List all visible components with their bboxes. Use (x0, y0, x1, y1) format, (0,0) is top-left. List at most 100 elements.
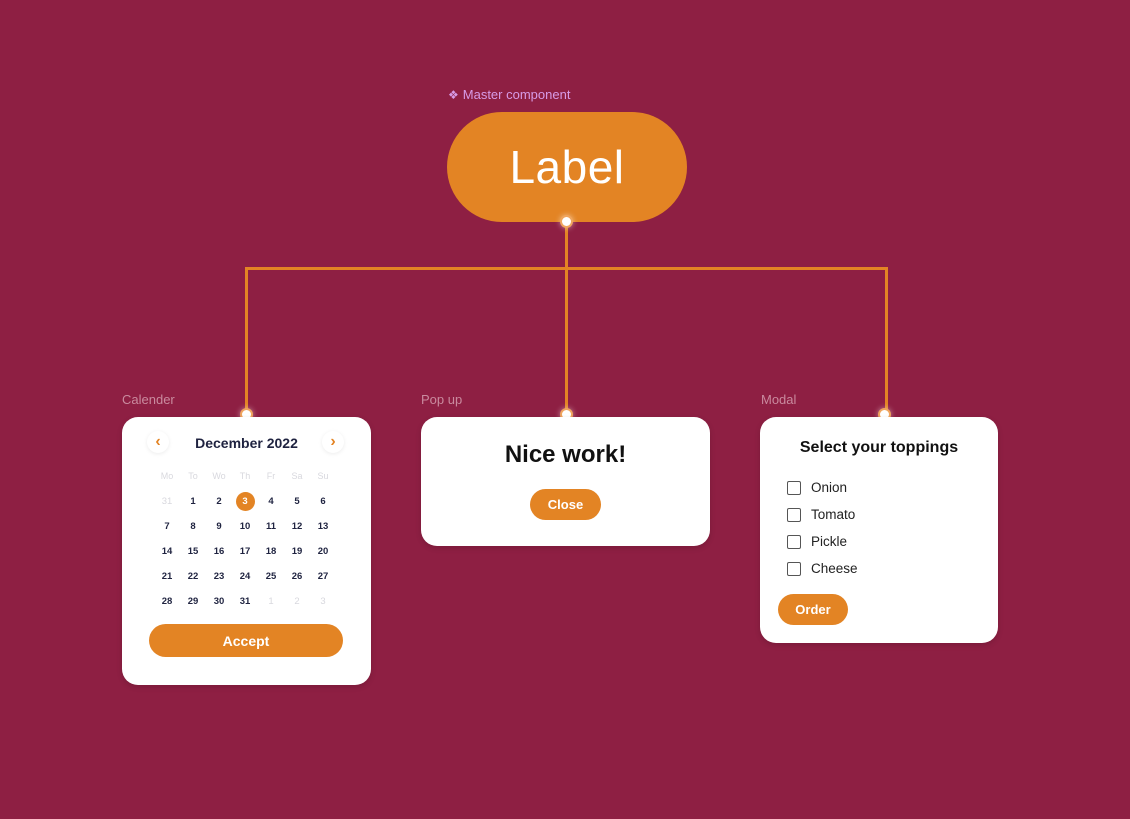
day-number: 30 (213, 596, 225, 607)
day-number: 31 (161, 496, 173, 507)
calendar-day[interactable]: 15 (180, 539, 206, 564)
calendar-day[interactable]: 28 (154, 589, 180, 614)
calendar-header: December 2022 (122, 435, 371, 451)
connector-right (885, 267, 888, 414)
day-number: 16 (213, 546, 225, 557)
calendar-day[interactable]: 22 (180, 564, 206, 589)
topping-option-pickle[interactable]: Pickle (787, 534, 847, 549)
chevron-right-icon: › (330, 433, 336, 450)
day-number: 3 (235, 492, 255, 511)
checkbox[interactable] (787, 480, 801, 495)
calendar-day[interactable]: 29 (180, 589, 206, 614)
checkbox[interactable] (787, 507, 801, 522)
component-diamond-icon: ❖ (448, 87, 459, 102)
day-number: 12 (291, 521, 303, 532)
topping-option-cheese[interactable]: Cheese (787, 561, 858, 576)
weekday-header: Th (239, 471, 251, 481)
close-button[interactable]: Close (530, 489, 601, 520)
weekday-header: To (188, 471, 198, 481)
popup-card: Nice work! Close (421, 417, 710, 546)
day-number: 29 (187, 596, 199, 607)
popup-title: Nice work! (504, 441, 627, 468)
calendar-day[interactable]: 30 (206, 589, 232, 614)
day-number: 11 (265, 521, 277, 532)
day-number: 31 (239, 596, 251, 607)
calendar-day[interactable]: 24 (232, 564, 258, 589)
option-label: Tomato (811, 507, 856, 522)
calendar-day[interactable]: 3 (310, 589, 336, 614)
calendar-day[interactable]: 25 (258, 564, 284, 589)
calendar-day[interactable]: 16 (206, 539, 232, 564)
checkbox[interactable] (787, 561, 801, 576)
calendar-day[interactable]: 11 (258, 514, 284, 539)
connector-dot-top (560, 215, 573, 228)
modal-section-label: Modal (761, 392, 797, 407)
calendar-day[interactable]: 31 (154, 489, 180, 514)
day-number: 15 (187, 546, 199, 557)
topping-option-onion[interactable]: Onion (787, 480, 847, 495)
calendar-section-label: Calender (122, 392, 175, 407)
next-month-button[interactable]: › (322, 431, 344, 453)
calendar-day[interactable]: 10 (232, 514, 258, 539)
calendar-day[interactable]: 5 (284, 489, 310, 514)
calendar-day[interactable]: 6 (310, 489, 336, 514)
day-number: 5 (294, 496, 300, 507)
day-number: 8 (190, 521, 196, 532)
calendar-day[interactable]: 20 (310, 539, 336, 564)
calendar-day[interactable]: 1 (258, 589, 284, 614)
calendar-day[interactable]: 9 (206, 514, 232, 539)
calendar-day[interactable]: 7 (154, 514, 180, 539)
calendar-day[interactable]: 1 (180, 489, 206, 514)
popup-section-label: Pop up (421, 392, 463, 407)
day-number: 3 (320, 596, 326, 607)
calendar-day[interactable]: 17 (232, 539, 258, 564)
option-label: Pickle (811, 534, 848, 549)
day-number: 22 (187, 571, 199, 582)
modal-title: Select your toppings (799, 439, 959, 456)
weekday-header: Sa (291, 471, 303, 481)
calendar-day[interactable]: 26 (284, 564, 310, 589)
day-number: 28 (161, 596, 173, 607)
calendar-day[interactable]: 2 (284, 589, 310, 614)
calendar-day[interactable]: 14 (154, 539, 180, 564)
day-number: 23 (213, 571, 225, 582)
chevron-left-icon: ‹ (155, 433, 161, 450)
order-button[interactable]: Order (778, 594, 848, 625)
master-component-tag: ❖ Master component (448, 87, 570, 102)
master-component-label: Master component (462, 87, 571, 102)
calendar-day[interactable]: 18 (258, 539, 284, 564)
master-label-pill[interactable]: Label (447, 112, 687, 222)
calendar-day[interactable]: 27 (310, 564, 336, 589)
calendar-day[interactable]: 31 (232, 589, 258, 614)
day-number: 7 (164, 521, 170, 532)
connector-horizontal (245, 267, 888, 270)
weekday-header: Mo (160, 471, 174, 481)
day-number: 14 (161, 546, 173, 557)
calendar-day[interactable]: 23 (206, 564, 232, 589)
day-number: 2 (294, 596, 300, 607)
weekday-header: Su (317, 471, 329, 481)
day-number: 21 (161, 571, 173, 582)
calendar-day[interactable]: 2 (206, 489, 232, 514)
accept-button[interactable]: Accept (149, 624, 343, 657)
checkbox[interactable] (787, 534, 801, 549)
calendar-day[interactable]: 19 (284, 539, 310, 564)
day-number: 1 (268, 596, 274, 607)
calendar-day[interactable]: 21 (154, 564, 180, 589)
day-number: 27 (317, 571, 329, 582)
topping-option-tomato[interactable]: Tomato (787, 507, 855, 522)
prev-month-button[interactable]: ‹ (147, 431, 169, 453)
day-number: 9 (216, 521, 222, 532)
calendar-day[interactable]: 8 (180, 514, 206, 539)
connector-trunk (565, 222, 568, 414)
calendar-day[interactable]: 4 (258, 489, 284, 514)
calendar-day[interactable]: 13 (310, 514, 336, 539)
day-number: 24 (239, 571, 251, 582)
weekday-header: Fr (266, 471, 276, 481)
calendar-month-title: December 2022 (195, 435, 298, 451)
calendar-day[interactable]: 12 (284, 514, 310, 539)
calendar-day-selected[interactable]: 3 (232, 489, 258, 514)
day-number: 20 (317, 546, 329, 557)
